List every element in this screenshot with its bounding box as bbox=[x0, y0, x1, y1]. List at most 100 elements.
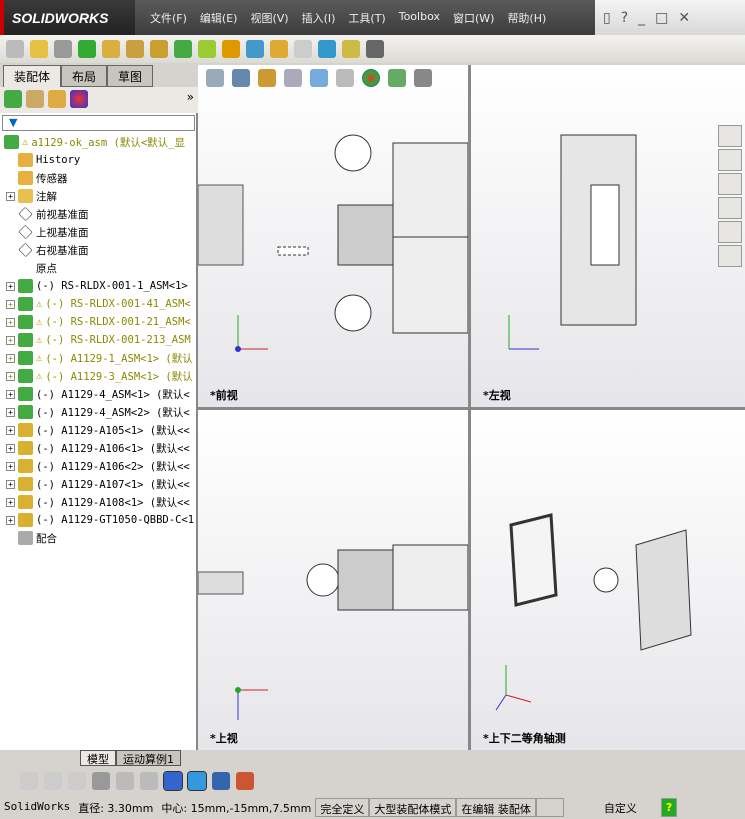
expand-icon[interactable]: + bbox=[6, 191, 15, 201]
clearance-icon[interactable] bbox=[294, 40, 312, 58]
expand-icon[interactable]: + bbox=[6, 407, 15, 417]
view-palette-icon[interactable] bbox=[718, 197, 742, 219]
tree-item[interactable]: +(-) A1129-A108<1> (默认<< bbox=[0, 493, 196, 511]
tree-item[interactable]: +配合 bbox=[0, 529, 196, 547]
help-icon[interactable]: ? bbox=[620, 9, 629, 26]
tree-item[interactable]: +(-) RS-RLDX-001-1_ASM<1> bbox=[0, 277, 196, 295]
grid-icon[interactable] bbox=[116, 772, 134, 790]
bom-icon[interactable] bbox=[222, 40, 240, 58]
tree-item[interactable]: +⚠(-) RS-RLDX-001-213_ASM bbox=[0, 331, 196, 349]
property-manager-icon[interactable] bbox=[26, 90, 44, 108]
speedpak-icon[interactable] bbox=[366, 40, 384, 58]
expand-icon[interactable]: + bbox=[6, 443, 15, 453]
tab-motion-study[interactable]: 运动算例1 bbox=[116, 750, 181, 766]
expand-icon[interactable]: + bbox=[6, 299, 15, 309]
hole-alignment-icon[interactable] bbox=[318, 40, 336, 58]
tree-item[interactable]: +上视基准面 bbox=[0, 223, 196, 241]
configuration-manager-icon[interactable] bbox=[48, 90, 66, 108]
expand-icon[interactable]: + bbox=[6, 515, 15, 525]
appearances-icon[interactable] bbox=[718, 221, 742, 243]
expand-icon[interactable]: + bbox=[6, 389, 15, 399]
hide-show-icon[interactable] bbox=[336, 69, 354, 87]
expand-icon[interactable]: + bbox=[6, 281, 15, 291]
tree-item[interactable]: +⚠(-) RS-RLDX-001-21_ASM< bbox=[0, 313, 196, 331]
appearance-icon[interactable] bbox=[362, 69, 380, 87]
expand-chevron-icon[interactable]: » bbox=[186, 90, 194, 104]
tree-item[interactable]: +(-) A1129-4_ASM<2> (默认< bbox=[0, 403, 196, 421]
close-button[interactable]: ✕ bbox=[678, 9, 691, 26]
viewport-top[interactable]: *上视 bbox=[198, 410, 468, 750]
tree-item[interactable]: +原点 bbox=[0, 259, 196, 277]
mate-icon[interactable] bbox=[54, 40, 72, 58]
edit-icon[interactable] bbox=[236, 772, 254, 790]
menu-insert[interactable]: 插入(I) bbox=[301, 12, 336, 25]
menu-edit[interactable]: 编辑(E) bbox=[199, 12, 238, 25]
expand-icon[interactable]: + bbox=[6, 461, 15, 471]
tool-2-icon[interactable] bbox=[44, 772, 62, 790]
tree-filter[interactable]: ▼ bbox=[2, 115, 195, 131]
tree-item[interactable]: +History bbox=[0, 151, 196, 169]
view-settings-icon[interactable] bbox=[414, 69, 432, 87]
tree-item[interactable]: +注解 bbox=[0, 187, 196, 205]
menu-view[interactable]: 视图(V) bbox=[250, 12, 289, 25]
new-part-icon[interactable] bbox=[30, 40, 48, 58]
expand-icon[interactable]: + bbox=[6, 371, 15, 381]
expand-icon[interactable]: + bbox=[6, 353, 15, 363]
units-dropdown[interactable]: 自定义 bbox=[603, 802, 637, 815]
interference-icon[interactable] bbox=[270, 40, 288, 58]
tab-assembly[interactable]: 装配体 bbox=[3, 65, 62, 87]
design-library-icon[interactable] bbox=[718, 149, 742, 171]
table-icon[interactable] bbox=[212, 772, 230, 790]
resources-icon[interactable] bbox=[718, 125, 742, 147]
file-explorer-icon[interactable] bbox=[718, 173, 742, 195]
tree-item[interactable]: +(-) A1129-A105<1> (默认<< bbox=[0, 421, 196, 439]
tree-item[interactable]: ⚠a1129-ok_asm (默认<默认_显 bbox=[0, 133, 196, 151]
tree-item[interactable]: +右视基准面 bbox=[0, 241, 196, 259]
tree-item[interactable]: +(-) A1129-GT1050-QBBD-C<1 bbox=[0, 511, 196, 529]
assembly-feature-icon[interactable] bbox=[174, 40, 192, 58]
tree-item[interactable]: +前视基准面 bbox=[0, 205, 196, 223]
swap-icon[interactable] bbox=[140, 772, 158, 790]
new-document-icon[interactable]: ▯ bbox=[603, 9, 611, 26]
restore-button[interactable]: □ bbox=[655, 9, 669, 26]
tree-item[interactable]: +(-) A1129-4_ASM<1> (默认< bbox=[0, 385, 196, 403]
rotate-component-icon[interactable] bbox=[126, 40, 144, 58]
exploded-view-icon[interactable] bbox=[246, 40, 264, 58]
scene-icon[interactable] bbox=[388, 69, 406, 87]
menu-toolbox[interactable]: Toolbox bbox=[398, 10, 440, 23]
move-component-icon[interactable] bbox=[102, 40, 120, 58]
help-icon[interactable]: ? bbox=[660, 798, 678, 817]
tool-1-icon[interactable] bbox=[20, 772, 38, 790]
instant3d-icon[interactable] bbox=[342, 40, 360, 58]
expand-icon[interactable]: + bbox=[6, 335, 15, 345]
viewport-isometric[interactable]: *上下二等角轴测 bbox=[471, 410, 745, 750]
tool-3-icon[interactable] bbox=[68, 772, 86, 790]
zoom-fit-icon[interactable] bbox=[206, 69, 224, 87]
insert-component-icon[interactable] bbox=[6, 40, 24, 58]
tree-item[interactable]: +⚠(-) RS-RLDX-001-41_ASM< bbox=[0, 295, 196, 313]
feature-manager-icon[interactable] bbox=[4, 90, 22, 108]
menu-help[interactable]: 帮助(H) bbox=[507, 12, 547, 25]
tree-item[interactable]: +(-) A1129-A107<1> (默认<< bbox=[0, 475, 196, 493]
reference-geometry-icon[interactable] bbox=[198, 40, 216, 58]
menu-file[interactable]: 文件(F) bbox=[150, 12, 187, 25]
tree-item[interactable]: +(-) A1129-A106<2> (默认<< bbox=[0, 457, 196, 475]
viewport-left[interactable]: *左视 bbox=[471, 65, 745, 407]
tab-model[interactable]: 模型 bbox=[80, 750, 116, 766]
minimize-button[interactable]: _ bbox=[638, 9, 646, 26]
viewport-front[interactable]: *前视 bbox=[198, 65, 468, 407]
expand-icon[interactable]: + bbox=[6, 317, 15, 327]
tree-item[interactable]: +传感器 bbox=[0, 169, 196, 187]
tree-item[interactable]: +(-) A1129-A106<1> (默认<< bbox=[0, 439, 196, 457]
previous-view-icon[interactable] bbox=[232, 69, 250, 87]
graphics-area[interactable]: *前视 *左视 *上视 *上下二等角轴测 bbox=[198, 65, 745, 750]
tree-item[interactable]: +⚠(-) A1129-3_ASM<1> (默认 bbox=[0, 367, 196, 385]
tab-sketch[interactable]: 草图 bbox=[107, 65, 154, 87]
pattern-icon[interactable] bbox=[78, 40, 96, 58]
list-icon[interactable] bbox=[92, 772, 110, 790]
menu-tools[interactable]: 工具(T) bbox=[348, 12, 386, 25]
view-orientation-icon[interactable] bbox=[284, 69, 302, 87]
tab-layout[interactable]: 布局 bbox=[61, 65, 108, 87]
expand-icon[interactable]: + bbox=[6, 497, 15, 507]
display-style-icon[interactable] bbox=[310, 69, 328, 87]
